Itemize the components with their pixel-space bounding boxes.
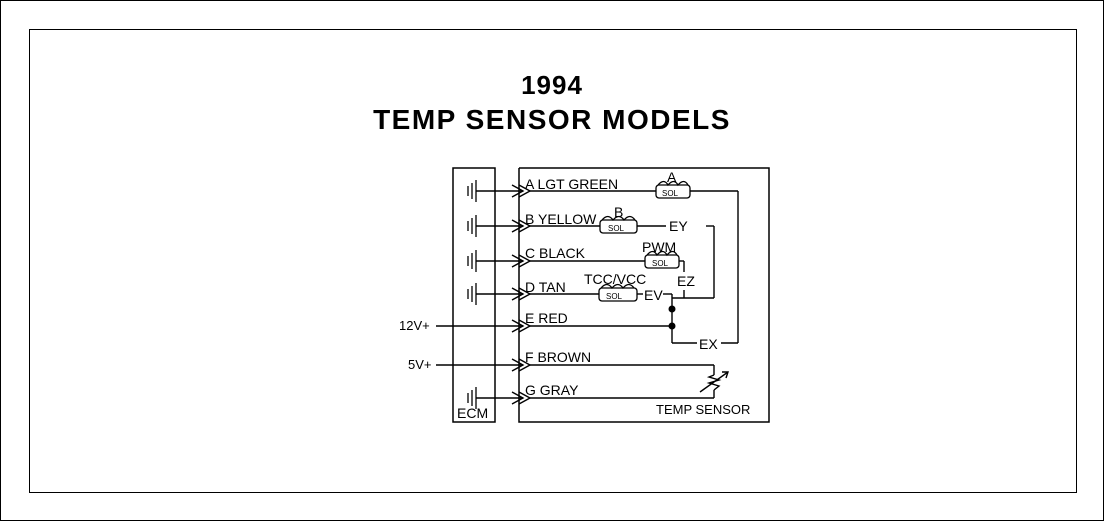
- node-ex-label: EX: [699, 336, 718, 352]
- figure-frame: [29, 29, 1077, 493]
- wire-c-label: C BLACK: [525, 245, 586, 261]
- wire-f-label: F BROWN: [525, 349, 591, 365]
- node-ev-label: EV: [644, 287, 663, 303]
- title-year: 1994: [521, 70, 583, 100]
- temp-sensor-box: [518, 167, 770, 423]
- solenoid-b-name: B: [614, 204, 623, 220]
- ecm-wires: [436, 190, 523, 399]
- solenoid-a-name: A: [667, 169, 677, 185]
- junction-ev: [668, 305, 676, 313]
- solenoid-b-tag: SOL: [608, 224, 625, 233]
- node-ez-label: EZ: [677, 273, 695, 289]
- solenoid-pwm-icon: [644, 250, 680, 269]
- solenoid-pwm-tag: SOL: [652, 259, 669, 268]
- sensor-wires: [530, 190, 739, 399]
- ecm-label: ECM: [457, 405, 488, 421]
- ecm-box: [452, 167, 496, 423]
- solenoid-b-icon: [599, 215, 638, 234]
- solenoid-tcc-name: TCC/VCC: [584, 271, 646, 287]
- temp-sensor-label: TEMP SENSOR: [656, 402, 750, 417]
- ground-icon-c: [467, 250, 477, 272]
- ground-symbols: [467, 180, 477, 409]
- supply-5v-label: 5V+: [408, 357, 432, 372]
- wire-g-label: G GRAY: [525, 382, 579, 398]
- ground-icon-a: [467, 180, 477, 202]
- supply-12v-label: 12V+: [399, 318, 430, 333]
- solenoid-a-tag: SOL: [662, 189, 679, 198]
- wire-b-label: B YELLOW: [525, 211, 597, 227]
- ground-icon-b: [467, 215, 477, 237]
- solenoid-a-icon: [655, 180, 691, 199]
- solenoid-tcc-icon: [598, 283, 638, 302]
- solenoid-pwm-name: PWM: [642, 239, 676, 255]
- wire-d-label: D TAN: [525, 279, 566, 295]
- wire-e-label: E RED: [525, 310, 568, 326]
- junction-e: [668, 322, 676, 330]
- thermistor-icon: [699, 371, 729, 393]
- node-ey-label: EY: [669, 218, 688, 234]
- ground-icon-d: [467, 283, 477, 305]
- solenoid-tcc-tag: SOL: [606, 292, 623, 301]
- wire-a-label: A LGT GREEN: [525, 176, 618, 192]
- title-main: TEMP SENSOR MODELS: [373, 104, 731, 135]
